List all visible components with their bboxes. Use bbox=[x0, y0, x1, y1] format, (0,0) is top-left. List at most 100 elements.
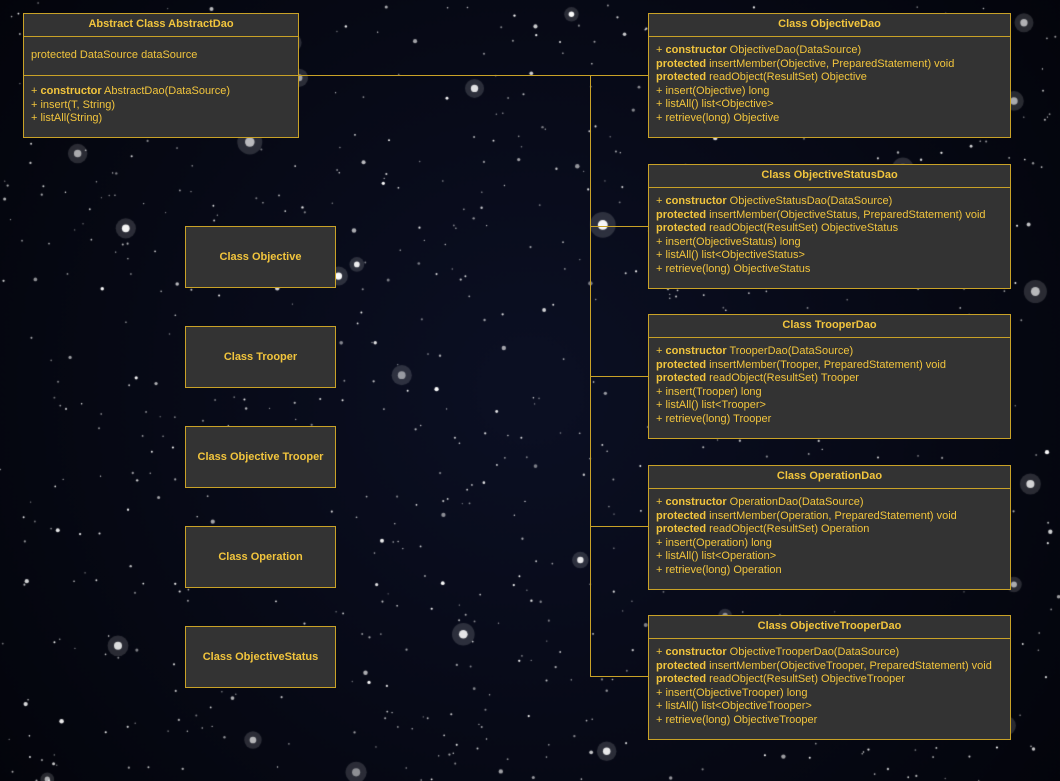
method-row: + retrieve(long) Operation bbox=[656, 564, 1003, 578]
method-prefix: + bbox=[656, 700, 666, 713]
class-operation-label: Class Operation bbox=[218, 551, 303, 563]
method-row: protected readObject(ResultSet) Objectiv… bbox=[656, 673, 1003, 687]
method-prefix: + bbox=[656, 412, 666, 425]
method-prefix: + bbox=[656, 646, 666, 658]
method-row: + insert(ObjectiveStatus) long bbox=[656, 236, 1003, 250]
method-row: protected readObject(ResultSet) Objectiv… bbox=[656, 71, 1003, 85]
method-row: + insert(Trooper) long bbox=[656, 386, 1003, 400]
method-prefix: + bbox=[31, 112, 41, 125]
objectivedao-header: Class ObjectiveDao bbox=[649, 14, 1010, 37]
trooperdao-header: Class TrooperDao bbox=[649, 315, 1010, 338]
operationdao-header: Class OperationDao bbox=[649, 466, 1010, 489]
class-trooper[interactable]: Class Trooper bbox=[185, 326, 336, 388]
trooperdao-methods: + constructor TrooperDao(DataSource)prot… bbox=[649, 338, 1010, 427]
method-prefix: + bbox=[656, 249, 666, 262]
method-row: + listAll() list<ObjectiveStatus> bbox=[656, 249, 1003, 263]
method-signature: insert(ObjectiveStatus) long bbox=[665, 235, 801, 248]
method-signature: retrieve(long) Operation bbox=[665, 563, 782, 576]
method-signature: insertMember(ObjectiveTrooper, PreparedS… bbox=[706, 659, 992, 672]
method-signature: retrieve(long) Objective bbox=[665, 111, 780, 124]
method-row: + listAll() list<Trooper> bbox=[656, 399, 1003, 413]
method-signature: readObject(ResultSet) ObjectiveTrooper bbox=[706, 673, 906, 686]
method-signature: retrieve(long) Trooper bbox=[665, 412, 772, 425]
abstract-dao-class[interactable]: Abstract Class AbstractDao protected Dat… bbox=[23, 13, 299, 138]
method-row: protected readObject(ResultSet) Objectiv… bbox=[656, 222, 1003, 236]
abstract-dao-fields: protected DataSource dataSource bbox=[24, 37, 298, 75]
method-keyword: protected bbox=[656, 71, 707, 84]
method-signature: retrieve(long) ObjectiveStatus bbox=[665, 262, 811, 275]
method-prefix: + bbox=[656, 195, 666, 207]
method-signature: listAll() list<Objective> bbox=[665, 98, 774, 111]
class-objective-trooper[interactable]: Class Objective Trooper bbox=[185, 426, 336, 488]
method-row: + constructor ObjectiveDao(DataSource) bbox=[656, 44, 1003, 58]
method-row: protected readObject(ResultSet) Operatio… bbox=[656, 523, 1003, 537]
method-row: + insert(Operation) long bbox=[656, 537, 1003, 551]
method-signature: ObjectiveStatusDao(DataSource) bbox=[726, 195, 893, 207]
method-signature: OperationDao(DataSource) bbox=[726, 496, 864, 508]
objectivetrooperdao-header: Class ObjectiveTrooperDao bbox=[649, 616, 1010, 639]
method-signature: insertMember(Operation, PreparedStatemen… bbox=[706, 509, 957, 522]
method-row: + constructor ObjectiveTrooperDao(DataSo… bbox=[656, 646, 1003, 660]
class-objectivestatus[interactable]: Class ObjectiveStatus bbox=[185, 626, 336, 688]
abstract-dao-methods: + constructor AbstractDao(DataSource)+ i… bbox=[24, 75, 298, 126]
class-trooper-label: Class Trooper bbox=[223, 351, 298, 363]
method-signature: readObject(ResultSet) ObjectiveStatus bbox=[706, 222, 899, 235]
method-row: + retrieve(long) Objective bbox=[656, 112, 1003, 126]
method-keyword: protected bbox=[656, 509, 707, 522]
method-prefix: + bbox=[656, 111, 666, 124]
method-signature: readObject(ResultSet) Operation bbox=[706, 523, 870, 536]
method-prefix: + bbox=[656, 713, 666, 726]
objectivestatusdao-header: Class ObjectiveStatusDao bbox=[649, 165, 1010, 188]
objectivedao-methods: + constructor ObjectiveDao(DataSource) pr… bbox=[649, 37, 1010, 126]
class-operation[interactable]: Class Operation bbox=[185, 526, 336, 588]
method-signature: insert(Operation) long bbox=[665, 536, 772, 549]
method-keyword: constructor bbox=[665, 44, 727, 56]
method-prefix: + bbox=[656, 399, 666, 412]
method-row: + insert(T, String) bbox=[31, 99, 291, 113]
method-row: + retrieve(long) Trooper bbox=[656, 413, 1003, 427]
class-objectivetrooperdao[interactable]: Class ObjectiveTrooperDao + constructor … bbox=[648, 615, 1011, 740]
method-keyword: constructor bbox=[665, 496, 727, 508]
method-row: protected insertMember(ObjectiveTrooper,… bbox=[656, 660, 1003, 674]
method-row: + constructor OperationDao(DataSource) bbox=[656, 496, 1003, 510]
method-keyword: constructor bbox=[665, 646, 727, 658]
method-prefix: + bbox=[656, 44, 666, 56]
method-signature: listAll() list<Trooper> bbox=[665, 399, 766, 412]
method-prefix: + bbox=[656, 536, 666, 549]
method-prefix: + bbox=[656, 385, 666, 398]
method-keyword: constructor bbox=[40, 85, 102, 97]
method-prefix: + bbox=[656, 550, 666, 563]
method-signature: ObjectiveTrooperDao(DataSource) bbox=[726, 646, 900, 658]
method-keyword: protected bbox=[656, 372, 707, 385]
method-keyword: protected bbox=[656, 208, 707, 221]
method-row: protected insertMember(Trooper, Prepared… bbox=[656, 359, 1003, 373]
method-keyword: protected bbox=[656, 673, 707, 686]
class-operationdao[interactable]: Class OperationDao + constructor Operati… bbox=[648, 465, 1011, 590]
method-signature: insert(Trooper) long bbox=[665, 385, 762, 398]
method-keyword: protected bbox=[656, 358, 707, 371]
class-objectivestatusdao[interactable]: Class ObjectiveStatusDao + constructor O… bbox=[648, 164, 1011, 289]
method-row: + constructor ObjectiveStatusDao(DataSou… bbox=[656, 195, 1003, 209]
method-prefix: + bbox=[31, 85, 41, 97]
abstract-dao-header: Abstract Class AbstractDao bbox=[24, 14, 298, 37]
method-signature: insert(Objective) long bbox=[665, 84, 770, 97]
method-row: + retrieve(long) ObjectiveTrooper bbox=[656, 714, 1003, 728]
method-prefix: + bbox=[656, 235, 666, 248]
method-signature: AbstractDao(DataSource) bbox=[101, 85, 230, 97]
method-signature: insertMember(Objective, PreparedStatemen… bbox=[706, 57, 955, 70]
method-row: protected insertMember(Operation, Prepar… bbox=[656, 510, 1003, 524]
method-row: + constructor AbstractDao(DataSource) bbox=[31, 85, 291, 99]
method-signature: ObjectiveDao(DataSource) bbox=[726, 44, 862, 56]
class-objective[interactable]: Class Objective bbox=[185, 226, 336, 288]
class-objectivedao[interactable]: Class ObjectiveDao + constructor Objecti… bbox=[648, 13, 1011, 138]
method-row: + listAll() list<ObjectiveTrooper> bbox=[656, 700, 1003, 714]
class-objectivestatus-label: Class ObjectiveStatus bbox=[202, 651, 319, 663]
method-signature: TrooperDao(DataSource) bbox=[726, 345, 854, 357]
method-row: + listAll() list<Operation> bbox=[656, 550, 1003, 564]
abstract-dao-field: protected DataSource dataSource bbox=[31, 49, 198, 61]
method-row: + constructor TrooperDao(DataSource) bbox=[656, 345, 1003, 359]
class-trooperdao[interactable]: Class TrooperDao + constructor TrooperDa… bbox=[648, 314, 1011, 439]
method-row: + insert(Objective) long bbox=[656, 85, 1003, 99]
operationdao-methods: + constructor OperationDao(DataSource)pr… bbox=[649, 489, 1010, 578]
class-objective-trooper-label: Class Objective Trooper bbox=[197, 451, 324, 463]
